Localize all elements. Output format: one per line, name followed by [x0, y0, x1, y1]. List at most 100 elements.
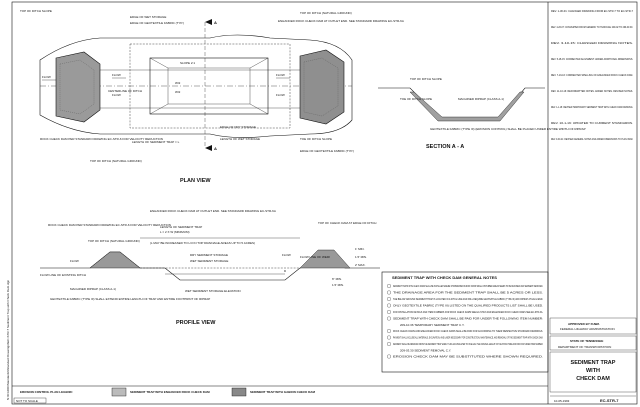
- label-length-trap: LENGTH OF SEDIMENT TRAP: [160, 225, 202, 229]
- note-number: [387, 354, 391, 359]
- label-wet-elev: WET SEDIMENT STORAGE ELEVATION: [185, 289, 241, 293]
- revision-entry: REV. 7-19-16: CORRECTED SPELLING OF ENHA…: [551, 73, 633, 77]
- approved-by: APPROVED BY FHWA: [568, 322, 600, 326]
- note-item: FOR INSTALLATION DETAILS AND ITEM NUMBER…: [393, 310, 543, 314]
- section-arrow-top: [205, 19, 212, 25]
- file-path: N:\\CADD\\Standards\\Standard Drawings\\…: [6, 280, 10, 400]
- not-to-scale: NOT TO SCALE: [16, 399, 38, 403]
- item-number-line: 209-03.30 SEDIMENT REMOVAL C.Y.: [400, 349, 451, 353]
- revision-entry: REV. 10-1-19: UPDATED TO CURRENT STANDAR…: [551, 121, 633, 125]
- drawing-title-line3: CHECK DAM: [576, 376, 610, 382]
- section-arrow-bottom: [205, 145, 212, 151]
- flow-label: FLOW: [42, 75, 51, 79]
- w2-label: W/2: [175, 81, 181, 85]
- not-to-scale-box: [13, 397, 47, 404]
- legend-swatch-gabion: [231, 387, 247, 397]
- dim-label: 1.5' MIN.: [355, 255, 367, 259]
- label-top-ditch: TOP OF DITCH (NATURAL GROUND): [300, 11, 352, 15]
- note-number: [387, 335, 391, 340]
- legend: EROSION CONTROL PLAN LEGEND: SEDIMENT TR…: [12, 385, 548, 404]
- note-number: [387, 284, 391, 288]
- revision-entry: REV. 11-10-16: REFORMATTED NOTES. ADDED …: [551, 89, 633, 93]
- general-notes: SEDIMENT TRAP WITH CHECK DAM GENERAL NOT…: [381, 271, 549, 373]
- slope-line: [249, 57, 269, 69]
- drawing-date: 10-05-1993: [554, 399, 570, 403]
- label-machined-riprap: MACHINED RIPRAP (CLASS A-1): [458, 97, 504, 101]
- note-number: [387, 316, 391, 321]
- note-item: SEDIMENT TRAP WITH CHECK DAM SHALL BE PA…: [393, 317, 543, 321]
- w2-label: W/2: [175, 90, 181, 94]
- note-item: EROSION CHECK DAM MAY BE SUBSTITUTED WHE…: [393, 355, 543, 359]
- label-length-wet-storage: LENGTH OF WET STORAGE: [220, 137, 260, 141]
- flow-label: FLOW: [276, 93, 285, 97]
- label-edge-dry-storage: EDGE OF DRY STORAGE: [220, 125, 256, 129]
- slope-line: [149, 103, 169, 115]
- title-block: APPROVED BY FHWA FEDERAL HIGHWAY ADMINIS…: [549, 317, 637, 403]
- label-enhanced-dam: ENHANCED ROCK CHECK DAM AT OUTLET END. S…: [150, 209, 276, 213]
- rock-texture: [303, 57, 339, 117]
- rock-texture: [59, 59, 95, 115]
- notes-box: [381, 271, 549, 373]
- revision-entry: REV. 9-30-21: REVISED GENERAL NOTES AND …: [551, 137, 633, 141]
- note-number: [387, 290, 391, 295]
- legend-heading: EROSION CONTROL PLAN LEGEND:: [20, 390, 73, 394]
- label-edge-geotextile-right: EDGE OF GEOTEXTILE FABRIC (TYP.): [300, 149, 354, 153]
- enhanced-rock-check-dam-right: [299, 49, 345, 125]
- label-geotextile: GEOTEXTILE FABRIC (TYPE III) SHALL EXTEN…: [50, 297, 210, 301]
- state-box: [549, 335, 637, 351]
- flow-label: FLOW: [282, 253, 291, 257]
- label-top-ditch-bottom: TOP OF DITCH (NATURAL GROUND): [90, 159, 142, 163]
- label-wet-storage: WET SEDIMENT STORAGE: [190, 259, 228, 263]
- flow-label: FLOW: [112, 93, 121, 97]
- label-top-ditch: TOP OF DITCH (NATURAL GROUND): [88, 239, 140, 243]
- label-rock-check-dam: ROCK CHECK DAM PER STANDARD DRAWING EC-S…: [48, 223, 171, 227]
- label-centerline: CENTERLINE OF DITCH: [108, 89, 142, 93]
- flow-label: FLOW: [276, 73, 285, 77]
- flow-label: FLOW: [112, 73, 121, 77]
- plan-view-title: PLAN VIEW: [180, 178, 211, 184]
- revision-entry: REV. 3-10-15: CHANGED DRAWING NOTES.: [551, 41, 633, 45]
- label-flow-line-ditch: FLOW LINE OF EXISTING DITCH: [40, 273, 86, 277]
- label-top-check-dam: TOP OF CHECK DAM AT EDGE OF DITCH: [318, 221, 376, 225]
- note-number: [387, 329, 391, 333]
- label-l-note: (L MAY BE INCREASED TO L/3 IN TOP DRAINA…: [150, 241, 255, 245]
- sheet-border: [11, 1, 638, 405]
- label-top-ditch-slope: TOP OF DITCH SLOPE: [410, 77, 442, 81]
- drawing-title-line2: WITH: [586, 368, 600, 374]
- dim-label: 1' MIN.: [355, 247, 365, 251]
- approved-sub: FEDERAL HIGHWAY ADMINISTRATION: [560, 327, 615, 331]
- section-marker-bottom: A: [214, 146, 217, 151]
- label-l-formula: L = 2 X W (MINIMUM): [160, 230, 189, 234]
- section-title: SECTION A - A: [426, 144, 464, 150]
- label-d: D: [284, 269, 287, 273]
- profile-enhanced-dam: [299, 249, 351, 269]
- item-number-line: 209-10.36 TEMPORARY SEDIMENT TRAP C.Y.: [400, 323, 465, 327]
- rock-check-dam-left: [55, 51, 101, 123]
- revision-entry: REV. 5-18-15: CORRECTED ALIGNMENT. ADDED…: [551, 57, 633, 61]
- section-view: TOP OF DITCH SLOPE TOE OF DITCH SLOPE MA…: [378, 77, 586, 150]
- label-machined-riprap: MACHINED RIPRAP (CLASS A-1): [70, 287, 116, 291]
- legend-item-enhanced: SEDIMENT TRAP WITH ENHANCED ROCK CHECK D…: [130, 390, 210, 394]
- profile-rock-dam: [89, 251, 141, 269]
- label-toe-ditch-slope: TOE OF DITCH SLOPE: [300, 137, 332, 141]
- note-item: ONLY GEOTEXTILE FABRIC (TYPE III) LISTED…: [393, 304, 543, 308]
- label-edge-wet-storage: EDGE OF WET STORAGE: [130, 15, 166, 19]
- slope-label: SLOPE 2:1: [180, 61, 195, 65]
- slope-line: [249, 103, 269, 115]
- note-item: PAYMENT SHALL INCLUDE ALL MATERIALS, EXC…: [393, 336, 543, 340]
- dim-label: 6" MIN.: [332, 277, 342, 281]
- legend-swatch-enhanced: [111, 387, 127, 397]
- label-rock-check-dam: ROCK CHECK DAM PER STANDARD DRAWING EC-S…: [40, 137, 163, 141]
- revision-entry: REV. 4-26-07: CONVERTED FROM GENERIC TO …: [551, 25, 633, 29]
- notes-list: SEDIMENT TRAPS WITH CHECK DAMS SHALL BE …: [387, 284, 543, 359]
- profile-view-title: PROFILE VIEW: [176, 320, 216, 326]
- note-item: THE BELOW GROUND SEDIMENT TRAP IS LOCATE…: [393, 297, 543, 301]
- plan-view: A A FLOW FLOW FLOW FLOW FLOW W/2 W/2 SLO…: [20, 9, 404, 184]
- section-riprap: [409, 91, 525, 122]
- approval-box: [549, 317, 637, 335]
- note-item: SEDIMENT SHALL BE REMOVED FROM THE SEDIM…: [393, 342, 543, 346]
- legend-item-gabion: SEDIMENT TRAP WITH GABION CHECK DAM: [250, 390, 315, 394]
- flow-label: FLOW: [70, 259, 79, 263]
- label-top-ditch-slope: TOP OF DITCH SLOPE: [20, 9, 52, 13]
